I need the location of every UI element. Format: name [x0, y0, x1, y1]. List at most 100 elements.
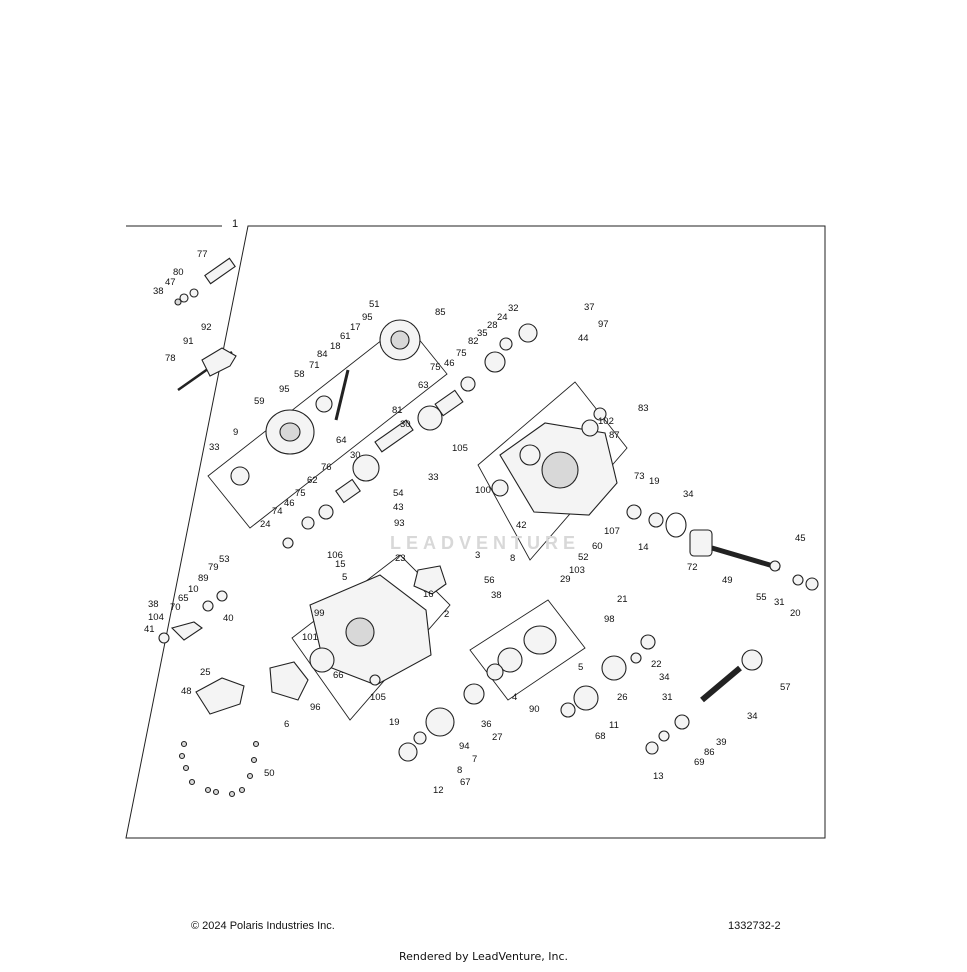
- callout-14: 14: [638, 542, 649, 553]
- callout-75: 75: [295, 488, 306, 499]
- callout-5: 5: [578, 662, 583, 673]
- callout-35: 35: [477, 328, 488, 339]
- callout-17: 17: [350, 322, 361, 333]
- mounting-bracket-left: [158, 590, 309, 715]
- callout-19: 19: [649, 476, 660, 487]
- callout-95: 95: [362, 312, 373, 323]
- callout-30: 30: [350, 450, 361, 461]
- callout-65: 65: [178, 593, 189, 604]
- output-shaft: [626, 504, 819, 591]
- callout-89: 89: [198, 573, 209, 584]
- lower-gear-cluster: [398, 625, 763, 762]
- callout-103: 103: [569, 565, 585, 576]
- callout-95: 95: [279, 384, 290, 395]
- callout-58: 58: [294, 369, 305, 380]
- callout-86: 86: [704, 747, 715, 758]
- callout-54: 54: [393, 488, 404, 499]
- callout-10: 10: [188, 584, 199, 595]
- callout-87: 87: [609, 430, 620, 441]
- callout-69: 69: [694, 757, 705, 768]
- callout-28: 28: [487, 320, 498, 331]
- subassembly-box-90: [469, 599, 586, 701]
- subassembly-box-87: [477, 381, 628, 561]
- callout-67: 67: [460, 777, 471, 788]
- callout-16: 16: [423, 589, 434, 600]
- callout-50: 50: [264, 768, 275, 779]
- callout-85: 85: [435, 307, 446, 318]
- callout-101: 101: [302, 632, 318, 643]
- callout-104: 104: [148, 612, 164, 623]
- callout-40: 40: [223, 613, 234, 624]
- callout-99: 99: [314, 608, 325, 619]
- callout-68: 68: [595, 731, 606, 742]
- callout-47: 47: [165, 277, 176, 288]
- callout-61: 61: [340, 331, 351, 342]
- callout-20: 20: [790, 608, 801, 619]
- callout-37: 37: [584, 302, 595, 313]
- callout-8: 8: [457, 765, 462, 776]
- callout-38: 38: [491, 590, 502, 601]
- countershaft-cluster: [282, 323, 538, 549]
- callout-105: 105: [370, 692, 386, 703]
- rendered-by-text: Rendered by LeadVenture, Inc.: [398, 950, 569, 963]
- callout-7: 7: [472, 754, 477, 765]
- callout-23: 23: [395, 553, 406, 564]
- callout-82: 82: [468, 336, 479, 347]
- callout-8: 8: [510, 553, 515, 564]
- gearcase-left: [309, 565, 447, 686]
- callout-84: 84: [317, 349, 328, 360]
- diagram-id: 1332732-2: [728, 920, 781, 932]
- callout-59: 59: [254, 396, 265, 407]
- callout-38: 38: [148, 599, 159, 610]
- callout-3: 3: [475, 550, 480, 561]
- callout-22: 22: [651, 659, 662, 670]
- callout-18: 18: [330, 341, 341, 352]
- callout-2: 2: [444, 609, 449, 620]
- callout-21: 21: [617, 594, 628, 605]
- callout-98: 98: [604, 614, 615, 625]
- callout-102: 102: [598, 416, 614, 427]
- callout-63: 63: [418, 380, 429, 391]
- callout-57: 57: [780, 682, 791, 693]
- callout-25: 25: [200, 667, 211, 678]
- callout-51: 51: [369, 299, 380, 310]
- callout-80: 80: [173, 267, 184, 278]
- callout-15: 15: [335, 559, 346, 570]
- callout-62: 62: [307, 475, 318, 486]
- callout-6: 6: [284, 719, 289, 730]
- callout-24: 24: [260, 519, 271, 530]
- callout-76: 76: [321, 462, 332, 473]
- callout-30: 30: [400, 419, 411, 430]
- callout-70: 70: [170, 602, 181, 613]
- callout-107: 107: [604, 526, 620, 537]
- callout-12: 12: [433, 785, 444, 796]
- fastener-set: [178, 740, 260, 798]
- callout-52: 52: [578, 552, 589, 563]
- callout-100: 100: [475, 485, 491, 496]
- callout-36: 36: [481, 719, 492, 730]
- callout-33: 33: [209, 442, 220, 453]
- callout-71: 71: [309, 360, 320, 371]
- callout-9: 9: [233, 427, 238, 438]
- input-shaft-cluster: [230, 319, 421, 486]
- callout-78: 78: [165, 353, 176, 364]
- callout-90: 90: [529, 704, 540, 715]
- callout-74: 74: [272, 506, 283, 517]
- subassembly-box-85: [207, 321, 448, 529]
- callout-97: 97: [598, 319, 609, 330]
- callout-96: 96: [310, 702, 321, 713]
- part-callouts: 7780473892917851859517611884715895599333…: [144, 249, 806, 796]
- callout-45: 45: [795, 533, 806, 544]
- callout-105: 105: [452, 443, 468, 454]
- callout-49: 49: [722, 575, 733, 586]
- callout-56: 56: [484, 575, 495, 586]
- callout-73: 73: [634, 471, 645, 482]
- copyright-text: © 2024 Polaris Industries Inc.: [191, 920, 335, 932]
- callout-93: 93: [394, 518, 405, 529]
- callout-31: 31: [662, 692, 673, 703]
- callout-75: 75: [456, 348, 467, 359]
- callout-72: 72: [687, 562, 698, 573]
- callout-48: 48: [181, 686, 192, 697]
- callout-19: 19: [389, 717, 400, 728]
